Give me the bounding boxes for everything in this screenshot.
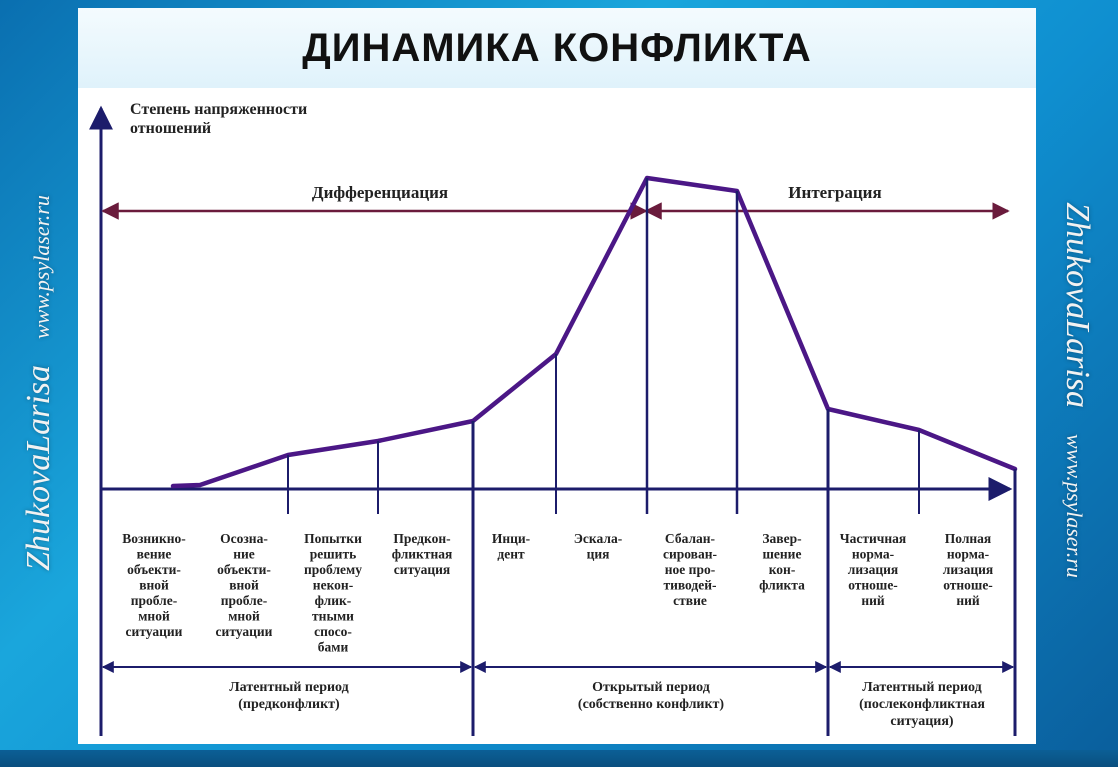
- slide-title: ДИНАМИКА КОНФЛИКТА: [302, 25, 812, 70]
- stage-label-6: Эскала-ция: [574, 531, 622, 562]
- bottom-strip: [0, 750, 1118, 767]
- y-axis-label-line-1: Степень напряженности: [130, 101, 307, 118]
- stage-label-7: Сбалан-сирован-ное про-тиводей-ствие: [663, 531, 717, 608]
- stage-dividers: [287, 178, 1017, 736]
- tension-curve: [170, 175, 1018, 489]
- watermark-right-brand: ZhukovaLarisa: [1059, 202, 1096, 409]
- phase-label-differentiation: Дифференциация: [312, 183, 448, 202]
- watermark-right-site: www.psylaser.ru: [1062, 434, 1087, 578]
- watermark-right: ZhukovaLarisa www.psylaser.ru: [1058, 202, 1096, 578]
- stage-label-5: Инци-дент: [492, 531, 530, 562]
- title-band: ДИНАМИКА КОНФЛИКТА: [78, 8, 1036, 88]
- watermark-left-brand: ZhukovaLarisa: [20, 364, 57, 571]
- phase-label-integration: Интеграция: [788, 183, 881, 202]
- period-label-open: Открытый период(собственно конфликт): [578, 680, 725, 712]
- slide-page: ДИНАМИКА КОНФЛИКТА Степень напряженности…: [78, 8, 1036, 744]
- watermark-left-site: www.psylaser.ru: [29, 195, 54, 339]
- period-label-latent-pre: Латентный период(предконфликт): [229, 680, 348, 712]
- y-axis-label-line-2: отношений: [130, 120, 211, 137]
- period-labels: Латентный период(предконфликт) Открытый …: [229, 680, 985, 729]
- conflict-dynamics-diagram: Степень напряженности отношений Дифферен…: [89, 101, 1018, 736]
- watermark-left: ZhukovaLarisa www.psylaser.ru: [20, 195, 58, 571]
